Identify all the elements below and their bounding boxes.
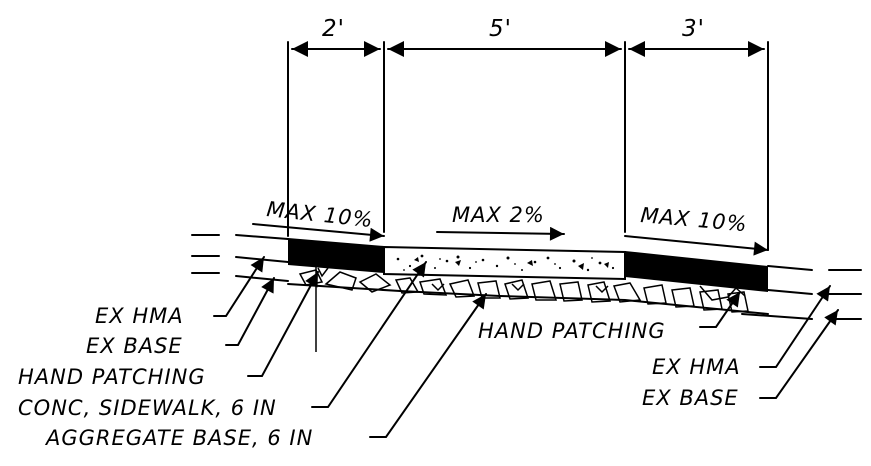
leaders-left bbox=[213, 256, 487, 438]
callout-conc-sidewalk: CONC, SIDEWALK, 6 IN bbox=[18, 396, 277, 420]
slope-arrow-center bbox=[436, 226, 565, 241]
callout-ex-hma-right: EX HMA bbox=[652, 355, 741, 379]
dimension-5ft: 5' bbox=[489, 16, 512, 42]
existing-pavement-left bbox=[191, 234, 289, 282]
leaders-right bbox=[699, 285, 839, 399]
slope-label-center: MAX 2% bbox=[452, 203, 545, 227]
callout-ex-base-left: EX BASE bbox=[86, 334, 183, 358]
hma-patch-left bbox=[288, 238, 384, 273]
callout-hand-patching-right: HAND PATCHING bbox=[478, 319, 666, 343]
extension-lines bbox=[287, 41, 769, 251]
callout-aggregate-base: AGGREGATE BASE, 6 IN bbox=[44, 426, 313, 450]
slope-arrow-right bbox=[624, 235, 769, 256]
hma-patch-right bbox=[625, 251, 768, 292]
slope-label-right: MAX 10% bbox=[640, 203, 749, 236]
dimension-2ft: 2' bbox=[322, 16, 345, 42]
dimension-3ft: 3' bbox=[682, 16, 705, 42]
callout-ex-hma-left: EX HMA bbox=[95, 304, 184, 328]
callout-ex-base-right: EX BASE bbox=[642, 386, 739, 410]
aggregate-base bbox=[287, 262, 769, 352]
concrete-sidewalk bbox=[383, 245, 626, 281]
callout-hand-patching-left: HAND PATCHING bbox=[18, 365, 206, 389]
slope-arrow-left bbox=[252, 223, 385, 242]
